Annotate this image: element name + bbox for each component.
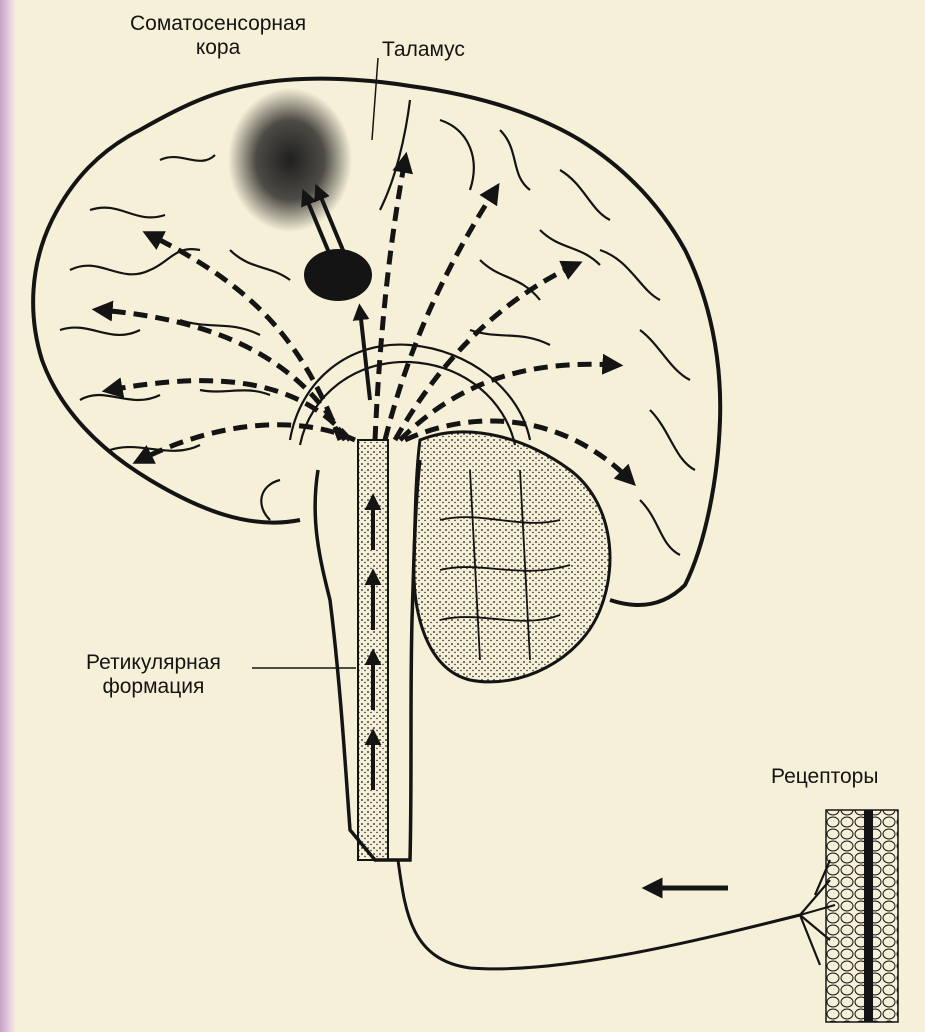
somatosensory-cortex-area	[228, 88, 352, 232]
label-thalamus: Таламус	[382, 38, 465, 62]
label-somatosensory-cortex-line1: Соматосенсорная	[130, 12, 306, 36]
cerebellum	[414, 432, 610, 682]
label-receptors: Рецепторы	[771, 765, 878, 789]
thalamus-body	[304, 249, 372, 301]
label-reticular-formation: Ретикулярная формация	[86, 651, 221, 699]
label-reticular-formation-line2: формация	[86, 675, 221, 699]
brainstem	[315, 440, 420, 860]
ascending-activation-arrows	[100, 160, 630, 480]
label-somatosensory-cortex: Соматосенсорная кора	[130, 12, 306, 60]
receptors-tissue	[826, 810, 898, 1022]
label-reticular-formation-line1: Ретикулярная	[86, 651, 221, 675]
label-somatosensory-cortex-line2: кора	[130, 36, 306, 60]
afferent-nerve	[398, 860, 800, 969]
